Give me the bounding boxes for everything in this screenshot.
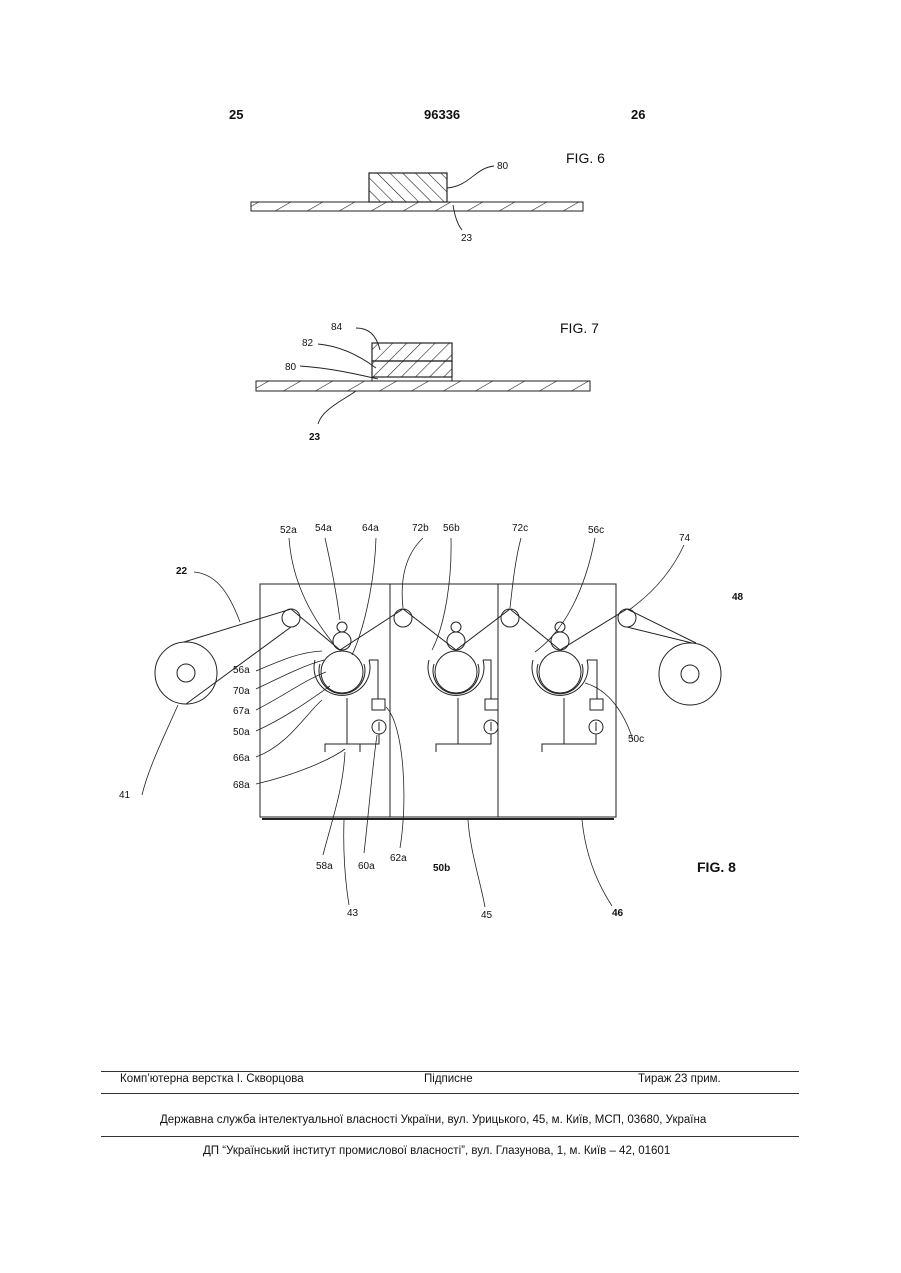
label-72c: 72c bbox=[512, 523, 528, 534]
label-46: 46 bbox=[612, 908, 624, 919]
web-lower-right bbox=[627, 627, 692, 643]
fig6-title: FIG. 6 bbox=[566, 150, 605, 166]
footer-agency: Державна служба інтелектуальної власност… bbox=[160, 1114, 706, 1126]
leader-lines bbox=[142, 538, 684, 907]
label-22: 22 bbox=[176, 566, 188, 577]
substrate-23-fig7 bbox=[256, 381, 590, 391]
drum-50b bbox=[435, 651, 477, 693]
layer-80 bbox=[369, 173, 447, 202]
takeup-roll-core bbox=[681, 665, 699, 683]
figure-7: 84 82 80 23 FIG. 7 bbox=[256, 320, 599, 443]
footer-circulation: Тираж 23 прим. bbox=[638, 1073, 721, 1085]
label-67a: 67a bbox=[233, 706, 250, 717]
label-23-fig7: 23 bbox=[309, 432, 321, 443]
frame-c bbox=[542, 698, 564, 752]
nip-roller-b bbox=[447, 632, 465, 650]
layer-84 bbox=[372, 343, 452, 361]
label-50a: 50a bbox=[233, 727, 250, 738]
housing bbox=[260, 584, 616, 817]
shield-c-inner bbox=[537, 664, 583, 694]
label-48: 48 bbox=[732, 592, 744, 603]
frame-b bbox=[436, 698, 458, 752]
station-a bbox=[314, 622, 386, 752]
small-roller-b bbox=[451, 622, 461, 632]
label-82: 82 bbox=[302, 338, 314, 349]
guide-roller-2 bbox=[394, 609, 412, 627]
label-43: 43 bbox=[347, 908, 359, 919]
nip-roller-a bbox=[333, 632, 351, 650]
label-23: 23 bbox=[461, 233, 473, 244]
link-b bbox=[458, 734, 491, 744]
leader-80-fig7 bbox=[300, 366, 378, 379]
label-70a: 70a bbox=[233, 686, 250, 697]
label-56a: 56a bbox=[233, 665, 250, 676]
label-54a: 54a bbox=[315, 523, 332, 534]
box-c bbox=[590, 699, 603, 710]
label-58a: 58a bbox=[316, 861, 333, 872]
label-84: 84 bbox=[331, 322, 343, 333]
label-50b: 50b bbox=[433, 863, 450, 874]
guide-roller-1 bbox=[282, 609, 300, 627]
link-c bbox=[564, 734, 596, 744]
label-50c: 50c bbox=[628, 734, 644, 745]
frame-a-2 bbox=[347, 744, 360, 752]
label-60a: 60a bbox=[358, 861, 375, 872]
label-56b: 56b bbox=[443, 523, 460, 534]
station-b bbox=[428, 622, 498, 752]
footer-signed: Підписне bbox=[424, 1073, 473, 1085]
footer-rule-top bbox=[101, 1071, 799, 1072]
small-roller-54a bbox=[337, 622, 347, 632]
drum-50a bbox=[321, 651, 363, 693]
label-74: 74 bbox=[679, 533, 691, 544]
label-41: 41 bbox=[119, 790, 131, 801]
box-62a bbox=[372, 699, 385, 710]
label-45: 45 bbox=[481, 910, 493, 921]
takeup-roll bbox=[659, 643, 721, 705]
layer-80-fig7 bbox=[372, 377, 452, 381]
footer-rule-bottom bbox=[101, 1136, 799, 1137]
label-62a: 62a bbox=[390, 853, 407, 864]
leader-82 bbox=[318, 344, 376, 368]
leader-80 bbox=[447, 166, 494, 188]
substrate-23 bbox=[251, 202, 583, 211]
guide-roller-3 bbox=[501, 609, 519, 627]
frame-a bbox=[325, 698, 347, 752]
fig8-title: FIG. 8 bbox=[697, 859, 736, 875]
label-80-fig7: 80 bbox=[285, 362, 297, 373]
label-66a: 66a bbox=[233, 753, 250, 764]
figure-8-labels: 52a 54a 64a 72b 56b 72c 56c 74 22 48 56a… bbox=[119, 523, 744, 921]
supply-roll-core bbox=[177, 664, 195, 682]
label-52a: 52a bbox=[280, 525, 297, 536]
footer-typesetting: Комп’ютерна верстка І. Скворцова bbox=[120, 1073, 304, 1085]
shield-b-inner bbox=[433, 664, 479, 694]
drum-50c bbox=[539, 651, 581, 693]
layer-82 bbox=[372, 361, 452, 377]
label-68a: 68a bbox=[233, 780, 250, 791]
leader-23-fig7 bbox=[318, 391, 356, 424]
supply-roll bbox=[155, 642, 217, 704]
label-72b: 72b bbox=[412, 523, 429, 534]
fig7-title: FIG. 7 bbox=[560, 320, 599, 336]
label-80: 80 bbox=[497, 161, 509, 172]
station-c bbox=[532, 622, 603, 752]
figure-8 bbox=[142, 538, 721, 907]
figure-6: 80 23 FIG. 6 bbox=[251, 150, 605, 244]
footer-rule-middle bbox=[101, 1093, 799, 1094]
box-b bbox=[485, 699, 498, 710]
label-64a: 64a bbox=[362, 523, 379, 534]
footer-institute: ДП “Український інститут промислової вла… bbox=[203, 1145, 670, 1157]
label-56c: 56c bbox=[588, 525, 604, 536]
